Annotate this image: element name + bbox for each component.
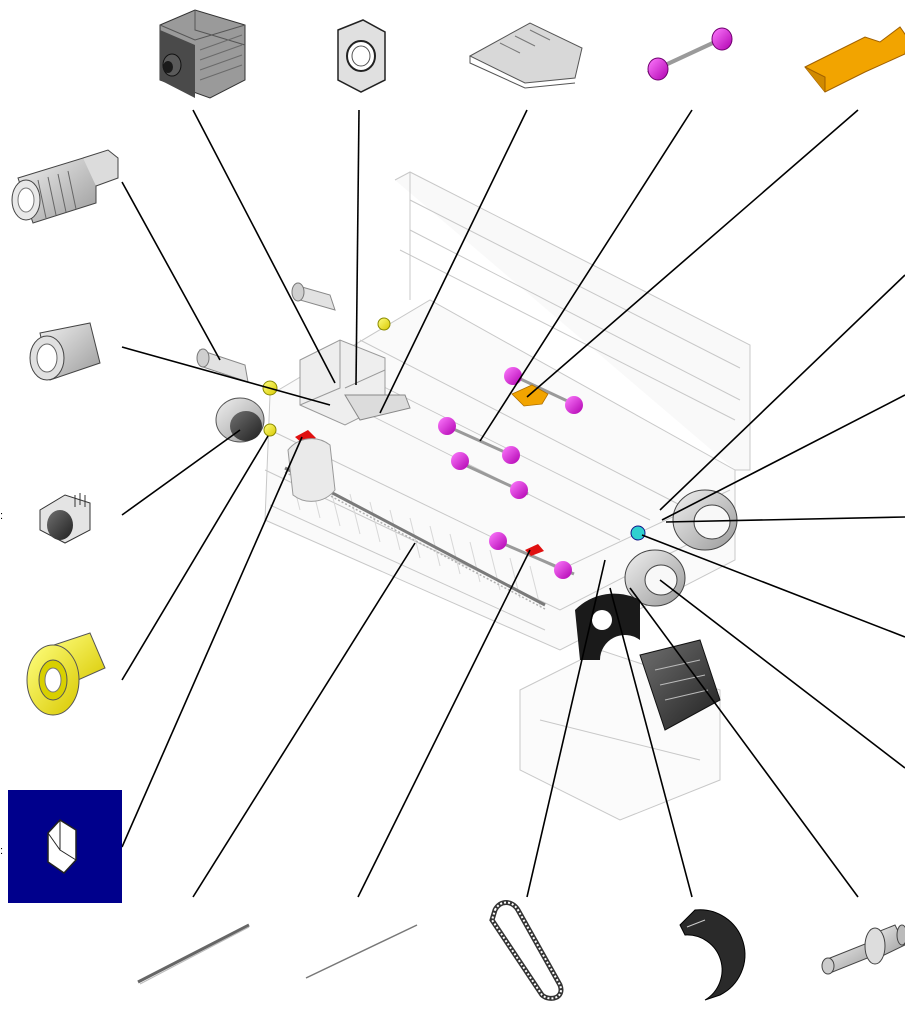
assembly-right-motors (575, 489, 738, 731)
leader-line-bushing (121, 346, 331, 406)
assembly-small-motor (215, 397, 265, 443)
leader-line-right-2 (661, 394, 905, 521)
leader-line-right-5 (659, 579, 905, 769)
leader-line-small-motor (121, 429, 241, 516)
leader-line-right-4 (641, 534, 905, 638)
rod-icon (305, 924, 418, 979)
leader-line-belt (526, 559, 606, 898)
leader-line-rod-2 (357, 549, 531, 898)
assembly-roller-shafts (438, 367, 583, 579)
guide-plate-icon (468, 22, 583, 89)
assembly-motor-block (299, 339, 411, 426)
leader-line-right-1 (659, 274, 905, 511)
leader-line-sensor (121, 436, 303, 848)
leader-line-shaft (629, 587, 859, 898)
stepper-motor-icon (159, 9, 246, 99)
leader-line-clutch (609, 587, 693, 898)
timing-belt-icon (489, 900, 564, 1001)
knurled-roller-icon (11, 149, 119, 224)
leader-line-right-3 (665, 516, 905, 523)
stepped-shaft-icon (821, 924, 905, 975)
bushing-icon (29, 322, 101, 381)
rod-icon (137, 923, 250, 985)
assembly-orange-guide (511, 384, 549, 407)
leader-lines (121, 109, 905, 898)
motor-bracket-icon (337, 19, 386, 93)
left-edge-mark: : (0, 510, 4, 522)
roller-shaft-icon (647, 27, 733, 81)
small-motor-icon (39, 493, 91, 544)
leader-line-orange-guide (526, 109, 859, 398)
leader-line-roller (479, 109, 693, 442)
leader-line-yellow-bushing (121, 435, 269, 681)
assembly-drum (287, 438, 336, 502)
clutch-plate-icon (679, 909, 746, 1001)
leader-line-motor (192, 109, 336, 384)
left-edge-mark: : (0, 845, 4, 857)
leader-line-rod-1 (192, 542, 416, 898)
yellow-bushing-icon (26, 632, 106, 716)
leader-line-guide-plate (379, 109, 528, 414)
leader-line-bracket (355, 109, 360, 386)
sensor-block-icon (8, 790, 122, 903)
leader-line-knurled (121, 181, 221, 361)
assembly-red-marker (525, 544, 544, 556)
paper-guide-icon (804, 26, 905, 93)
